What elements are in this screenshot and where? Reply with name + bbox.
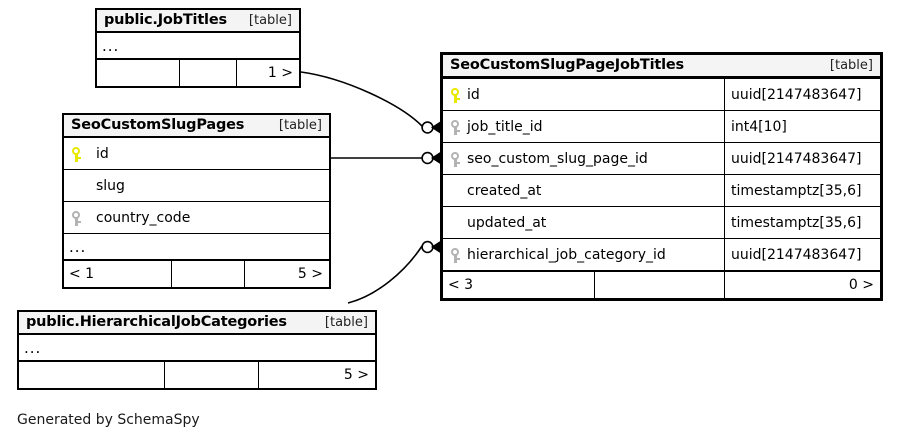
table-header-seo-custom-slug-page-job-titles: SeoCustomSlugPageJobTitles [table]: [443, 55, 880, 79]
table-row[interactable]: id uuid[2147483647]: [443, 79, 880, 111]
footer-children-count[interactable]: 1 >: [236, 60, 299, 86]
footer-middle: [594, 272, 724, 298]
columns-collapsed-indicator[interactable]: ...: [19, 335, 375, 361]
foreign-key-icon: [70, 210, 84, 226]
column-cell: slug: [64, 178, 329, 194]
table-row[interactable]: hierarchical_job_category_id uuid[214748…: [443, 239, 880, 271]
footer-middle: [179, 60, 236, 86]
footer-children-count[interactable]: 5 >: [258, 362, 375, 388]
primary-key-icon: [449, 87, 463, 103]
table-footer: < 3 0 >: [443, 271, 880, 298]
table-footer: 1 >: [97, 59, 299, 86]
table-footer: < 1 5 >: [64, 260, 329, 287]
foreign-key-icon: [449, 151, 463, 167]
columns-collapsed-indicator[interactable]: ...: [97, 33, 299, 59]
column-name: created_at: [467, 182, 542, 199]
footer-parents-count[interactable]: [97, 60, 179, 86]
table-seo-custom-slug-page-job-titles[interactable]: SeoCustomSlugPageJobTitles [table] id uu…: [440, 52, 883, 301]
column-cell: id: [443, 87, 724, 103]
table-title: SeoCustomSlugPages: [71, 117, 245, 133]
column-cell: job_title_id: [443, 119, 724, 135]
footer-middle: [171, 261, 244, 287]
table-row[interactable]: country_code: [64, 202, 329, 234]
column-name: slug: [96, 177, 125, 194]
primary-key-icon: [70, 146, 84, 162]
column-cell: created_at: [443, 183, 724, 199]
table-row[interactable]: updated_at timestamptz[35,6]: [443, 207, 880, 239]
footer-middle: [164, 362, 258, 388]
foreign-key-icon: [449, 247, 463, 263]
generated-by-caption: Generated by SchemaSpy: [17, 412, 200, 428]
table-title: SeoCustomSlugPageJobTitles: [450, 57, 684, 73]
foreign-key-icon: [449, 119, 463, 135]
footer-parents-count[interactable]: < 1: [69, 266, 95, 282]
table-row[interactable]: created_at timestamptz[35,6]: [443, 175, 880, 207]
column-name: id: [467, 86, 480, 103]
table-type-tag: [table]: [278, 117, 322, 133]
column-type: uuid[2147483647]: [724, 79, 880, 110]
column-cell: seo_custom_slug_page_id: [443, 151, 724, 167]
column-name: job_title_id: [467, 118, 543, 135]
table-row[interactable]: job_title_id int4[10]: [443, 111, 880, 143]
table-title: public.JobTitles: [104, 12, 227, 28]
column-cell: country_code: [64, 210, 329, 226]
cardinality-circle-job-title-id: [421, 121, 434, 134]
table-header-public-hierarchical-job-categories: public.HierarchicalJobCategories [table]: [19, 312, 375, 335]
footer-children-count[interactable]: 5 >: [244, 261, 329, 287]
columns-collapsed-indicator[interactable]: ...: [64, 234, 329, 260]
table-header-seo-custom-slug-pages: SeoCustomSlugPages [table]: [64, 115, 329, 138]
column-type: int4[10]: [724, 111, 880, 142]
column-type: timestamptz[35,6]: [724, 175, 880, 206]
column-cell: hierarchical_job_category_id: [443, 247, 724, 263]
column-type: timestamptz[35,6]: [724, 207, 880, 238]
column-name: updated_at: [467, 214, 547, 231]
table-row[interactable]: id: [64, 138, 329, 170]
footer-parents-count[interactable]: [19, 362, 164, 388]
column-name: hierarchical_job_category_id: [467, 246, 666, 263]
column-name: seo_custom_slug_page_id: [467, 150, 648, 167]
column-cell: updated_at: [443, 215, 724, 231]
table-header-public-job-titles: public.JobTitles [table]: [97, 10, 299, 33]
column-name: id: [96, 145, 109, 162]
table-public-job-titles[interactable]: public.JobTitles [table] ... 1 >: [95, 8, 301, 88]
column-name: country_code: [96, 209, 191, 226]
footer-children-count[interactable]: 0 >: [724, 272, 880, 298]
footer-parents-count[interactable]: < 3: [448, 277, 474, 293]
table-title: public.HierarchicalJobCategories: [26, 314, 287, 330]
table-row[interactable]: slug: [64, 170, 329, 202]
cardinality-circle-hierarchical-job-category-id: [421, 240, 434, 254]
table-seo-custom-slug-pages[interactable]: SeoCustomSlugPages [table] id slug: [62, 113, 331, 289]
table-public-hierarchical-job-categories[interactable]: public.HierarchicalJobCategories [table]…: [17, 310, 377, 390]
table-row[interactable]: seo_custom_slug_page_id uuid[2147483647]: [443, 143, 880, 175]
table-type-tag: [table]: [248, 12, 292, 28]
cardinality-circle-seo-custom-slug-page-id: [421, 151, 434, 165]
table-type-tag: [table]: [829, 57, 873, 73]
table-footer: 5 >: [19, 361, 375, 388]
table-type-tag: [table]: [324, 314, 368, 330]
relationship-line-hierarchical-job-categories: [347, 245, 423, 304]
column-type: uuid[2147483647]: [724, 239, 880, 270]
column-cell: id: [64, 146, 329, 162]
column-type: uuid[2147483647]: [724, 143, 880, 174]
